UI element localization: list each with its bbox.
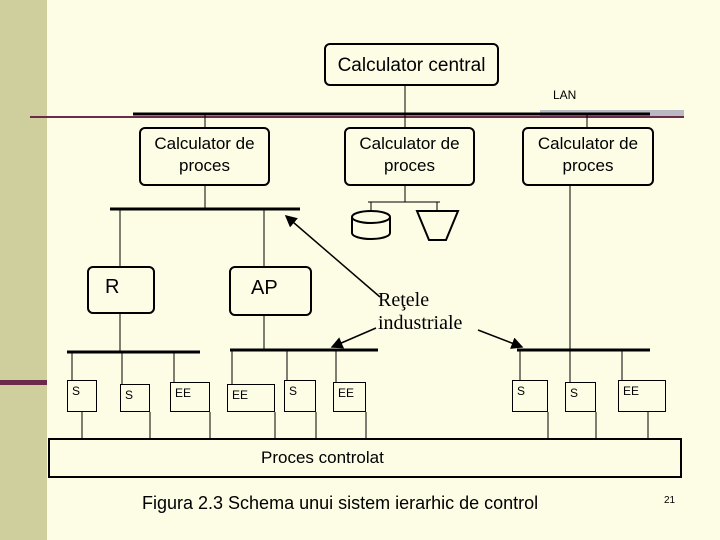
arrow-to-fieldbus-middle	[330, 327, 377, 349]
process-computer-3: Calculator de proces	[522, 127, 654, 186]
actuator-2: EE	[227, 384, 275, 412]
central-computer-label: Calculator central	[337, 55, 486, 76]
central-computer-box: Calculator central	[324, 43, 499, 86]
process-computer-2-line2: proces	[383, 156, 436, 175]
page-number: 21	[664, 495, 676, 506]
sensor-3: S	[284, 380, 316, 412]
ap-label: AP	[251, 277, 278, 299]
process-computer-3-line2: proces	[562, 156, 614, 175]
actuator-3: EE	[333, 382, 366, 412]
r-label: R	[105, 276, 120, 298]
actuator-4: EE	[618, 380, 666, 412]
printer-icon	[415, 210, 460, 241]
process-computer-1-line2: proces	[178, 156, 231, 175]
process-computer-3-line1: Calculator de	[537, 134, 639, 153]
r-box: R	[87, 266, 155, 314]
disk-icon	[351, 210, 391, 240]
process-computer-1: Calculator de proces	[139, 127, 270, 186]
process-computer-2-line1: Calculator de	[359, 134, 460, 153]
actuator-1: EE	[170, 382, 210, 412]
arrow-to-lan-segment	[284, 215, 381, 298]
process-computer-1-line1: Calculator de	[154, 134, 255, 153]
industrial-networks-label: Reţele industriale	[378, 289, 462, 335]
industrial-networks-line2: industriale	[378, 312, 463, 334]
sensor-1: S	[67, 380, 97, 412]
sensor-4: S	[512, 380, 548, 412]
figure-caption: Figura 2.3 Schema unui sistem ierarhic d…	[142, 493, 539, 513]
sensor-2: S	[120, 384, 150, 412]
arrow-to-fieldbus-right	[477, 329, 524, 349]
controlled-process-label: Proces controlat	[261, 448, 384, 467]
sensor-5: S	[565, 382, 596, 412]
left-decor-stripe	[0, 0, 47, 540]
controlled-process-box: Proces controlat	[48, 438, 682, 478]
lan-label: LAN	[553, 88, 577, 102]
ap-box: AP	[229, 266, 312, 316]
process-computer-2: Calculator de proces	[344, 127, 475, 186]
industrial-networks-line1: Reţele	[378, 289, 430, 311]
left-decor-accent	[0, 380, 47, 385]
